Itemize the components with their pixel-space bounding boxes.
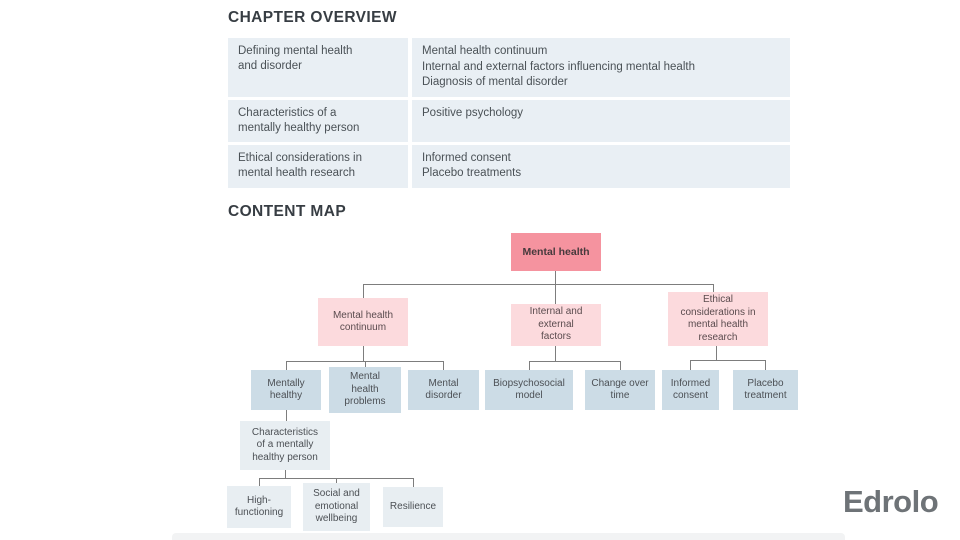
connector-line <box>443 361 444 370</box>
table-row: Characteristics of a mentally healthy pe… <box>228 99 790 142</box>
connector-line <box>529 361 530 370</box>
items-cell: Informed consent Placebo treatments <box>412 144 790 188</box>
connector-line <box>365 361 366 367</box>
items-cell: Mental health continuum Internal and ext… <box>412 38 790 97</box>
item-line: Diagnosis of mental disorder <box>422 76 568 88</box>
node-ethical-considerations: Ethical considerations in mental health … <box>668 292 768 346</box>
node-high-functioning: High-functioning <box>227 486 291 528</box>
node-mentally-healthy: Mentally healthy <box>251 370 321 410</box>
connector-line <box>713 284 714 292</box>
item-line: Informed consent <box>422 151 511 164</box>
node-informed-consent: Informed consent <box>662 370 719 410</box>
node-mental-health-continuum: Mental health continuum <box>318 298 408 346</box>
topic-cell: Ethical considerations in mental health … <box>228 144 408 188</box>
items-cell: Positive psychology <box>412 99 790 142</box>
connector-line <box>555 284 556 304</box>
table-row: Defining mental health and disorder Ment… <box>228 38 790 97</box>
connector-line <box>690 360 766 361</box>
node-resilience: Resilience <box>383 487 443 527</box>
connector-line <box>555 346 556 361</box>
connector-line <box>336 478 337 483</box>
content-map-title: CONTENT MAP <box>228 203 347 220</box>
node-mental-health-problems: Mental health problems <box>329 367 401 413</box>
connector-line <box>716 346 717 360</box>
topic-label: Defining mental health and disorder <box>238 45 353 72</box>
node-biopsychosocial-model: Biopsychosocial model <box>485 370 573 410</box>
topic-label: Ethical considerations in mental health … <box>238 151 363 179</box>
topic-cell: Defining mental health and disorder <box>228 38 408 97</box>
edrolo-logo: Edrolo <box>843 484 939 519</box>
node-characteristics-mentally-healthy-person: Characteristics of a mentally healthy pe… <box>240 421 330 470</box>
connector-line <box>286 361 287 370</box>
chapter-overview-table: Defining mental health and disorder Ment… <box>228 38 790 188</box>
connector-line <box>286 410 287 421</box>
connector-line <box>620 361 621 370</box>
chapter-overview-title: CHAPTER OVERVIEW <box>228 9 397 26</box>
connector-line <box>555 271 556 284</box>
connector-line <box>285 470 286 478</box>
topic-label: Characteristics of a mentally healthy pe… <box>238 106 360 134</box>
item-line: Placebo treatments <box>422 167 522 179</box>
connector-line <box>259 478 260 486</box>
node-social-emotional-wellbeing: Social and emotional wellbeing <box>303 483 370 531</box>
node-placebo-treatment: Placebo treatment <box>733 370 798 410</box>
connector-line <box>690 360 691 370</box>
item-line: Internal and external factors influencin… <box>422 60 695 73</box>
connector-line <box>765 360 766 370</box>
bottom-strip <box>172 533 845 540</box>
connector-line <box>363 346 364 361</box>
node-internal-external-factors: Internal and external factors <box>511 304 601 346</box>
topic-cell: Characteristics of a mentally healthy pe… <box>228 99 408 142</box>
connector-line <box>529 361 620 362</box>
node-change-over-time: Change over time <box>585 370 655 410</box>
connector-line <box>413 478 414 487</box>
table-row: Ethical considerations in mental health … <box>228 144 790 188</box>
item-line: Mental health continuum <box>422 45 548 57</box>
node-mental-disorder: Mental disorder <box>408 370 479 410</box>
connector-line <box>363 284 714 285</box>
item-line: Positive psychology <box>422 106 523 119</box>
connector-line <box>363 284 364 298</box>
node-mental-health: Mental health <box>511 233 601 271</box>
